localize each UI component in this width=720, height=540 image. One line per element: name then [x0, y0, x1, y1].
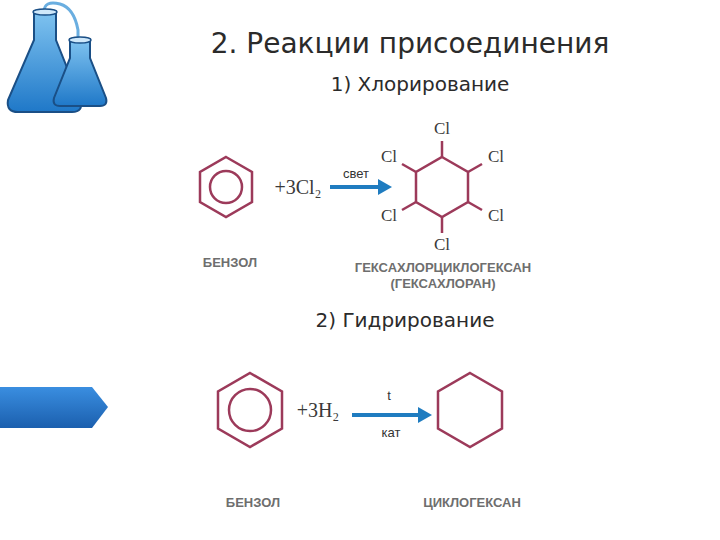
compound-name: БЕНЗОЛ [203, 256, 257, 270]
compound-name: ГЕКСАХЛОРЦИКЛОГЕКСАН [355, 261, 531, 275]
compound-name: БЕНЗОЛ [226, 496, 280, 510]
reaction-arrow [330, 179, 432, 423]
compound-name: ЦИКЛОГЕКСАН [423, 496, 521, 510]
reagent: +3H₂ [297, 399, 340, 421]
atom-label: Cl [434, 236, 450, 255]
atom-label: Cl [381, 207, 397, 226]
condition: кат [382, 426, 401, 440]
reagent: +3Cl₂ [274, 176, 321, 198]
section-heading: 1) Хлорирование [331, 73, 510, 95]
condition: t [387, 389, 391, 403]
slide-title: 2. Реакции присоединения [211, 29, 610, 60]
atom-label: Cl [381, 148, 397, 167]
side-arrow [0, 387, 108, 428]
molecule-drawings [200, 141, 502, 447]
atom-label: Cl [434, 120, 450, 139]
atom-label: Cl [488, 148, 504, 167]
section-heading: 2) Гидрирование [316, 309, 495, 331]
compound-name: (ГЕКСАХЛОРАН) [390, 277, 495, 291]
atom-label: Cl [488, 207, 504, 226]
flask-icon [8, 3, 107, 112]
condition: свет [343, 167, 369, 181]
